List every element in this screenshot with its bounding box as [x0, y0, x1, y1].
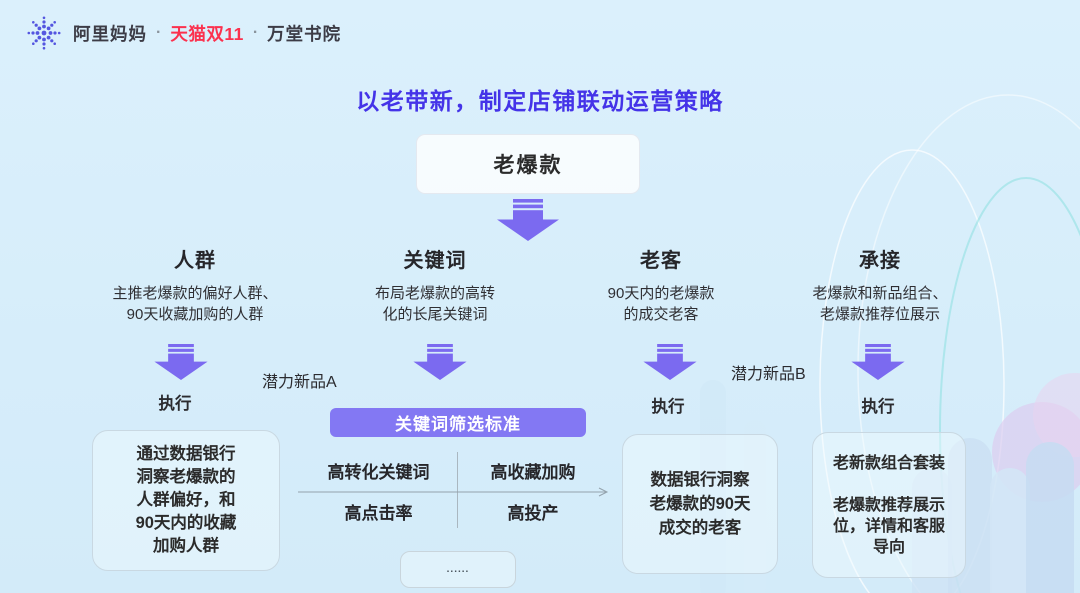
detail-box-laoke: 数据银行洞察 老爆款的90天 成交的老客	[622, 434, 778, 574]
criteria-high-ctr: 高点击率	[344, 504, 413, 523]
down-arrow-icon	[851, 344, 905, 380]
academy-name: 万堂书院	[267, 23, 342, 44]
exec-label-renqun: 执行	[158, 395, 192, 413]
detail-box-renqun: 通过数据银行 洞察老爆款的 人群偏好，和 90天内的收藏 加购人群	[92, 430, 280, 571]
column-title-guanjianci: 关键词	[403, 250, 467, 272]
criteria-high-collect-addcart: 高收藏加购	[490, 463, 576, 482]
header-bar: 阿里妈妈 · 天猫双11 · 万堂书院	[24, 13, 341, 53]
hero-label: 老爆款	[493, 154, 563, 177]
down-arrow-icon	[497, 199, 559, 241]
potential-newitem-b-label: 潜力新品B	[731, 366, 806, 383]
exec-label-laoke: 执行	[651, 398, 685, 416]
column-title-chengjie: 承接	[859, 250, 901, 272]
down-arrow-icon	[643, 344, 697, 380]
column-desc-laoke: 90天内的老爆款 的成交老客	[607, 285, 715, 323]
exec-label-chengjie: 执行	[861, 398, 895, 416]
hero-box: 老爆款	[416, 134, 640, 194]
detail-text-laoke: 数据银行洞察 老爆款的90天 成交的老客	[649, 471, 751, 537]
separator-dot: ·	[156, 24, 162, 41]
potential-newitem-a-label: 潜力新品A	[262, 374, 337, 391]
column-desc-guanjianci: 布局老爆款的高转 化的长尾关键词	[374, 285, 495, 323]
column-desc-renqun: 主推老爆款的偏好人群、 90天收藏加购的人群	[112, 285, 278, 323]
more-box: ......	[400, 551, 516, 588]
down-arrow-icon	[154, 344, 208, 380]
alimama-logo-icon	[27, 16, 61, 50]
column-desc-chengjie: 老爆款和新品组合、 老爆款推荐位展示	[812, 285, 948, 323]
detail-text-chengjie: 老新款组合套装 老爆款推荐展示 位，详情和客服 导向	[832, 454, 945, 556]
flow-arrow-icon	[298, 487, 609, 497]
column-title-laoke: 老客	[640, 250, 682, 272]
criteria-high-conversion-keywords: 高转化关键词	[327, 463, 430, 482]
separator-dot: ·	[252, 24, 259, 41]
campaign-name: 天猫双11	[170, 23, 244, 44]
criteria-vertical-divider	[457, 452, 458, 528]
brand-name: 阿里妈妈	[73, 23, 147, 44]
keyword-filter-banner-label: 关键词筛选标准	[395, 415, 521, 434]
detail-box-chengjie: 老新款组合套装 老爆款推荐展示 位，详情和客服 导向	[812, 432, 966, 578]
detail-text-renqun: 通过数据银行 洞察老爆款的 人群偏好，和 90天内的收藏 加购人群	[135, 445, 237, 555]
column-title-renqun: 人群	[174, 250, 216, 272]
criteria-high-roi: 高投产	[507, 504, 559, 523]
keyword-filter-banner: 关键词筛选标准	[330, 408, 586, 437]
down-arrow-icon	[413, 344, 467, 380]
more-label: ......	[446, 564, 470, 575]
page-title: 以老带新，制定店铺联动运营策略	[356, 88, 724, 114]
